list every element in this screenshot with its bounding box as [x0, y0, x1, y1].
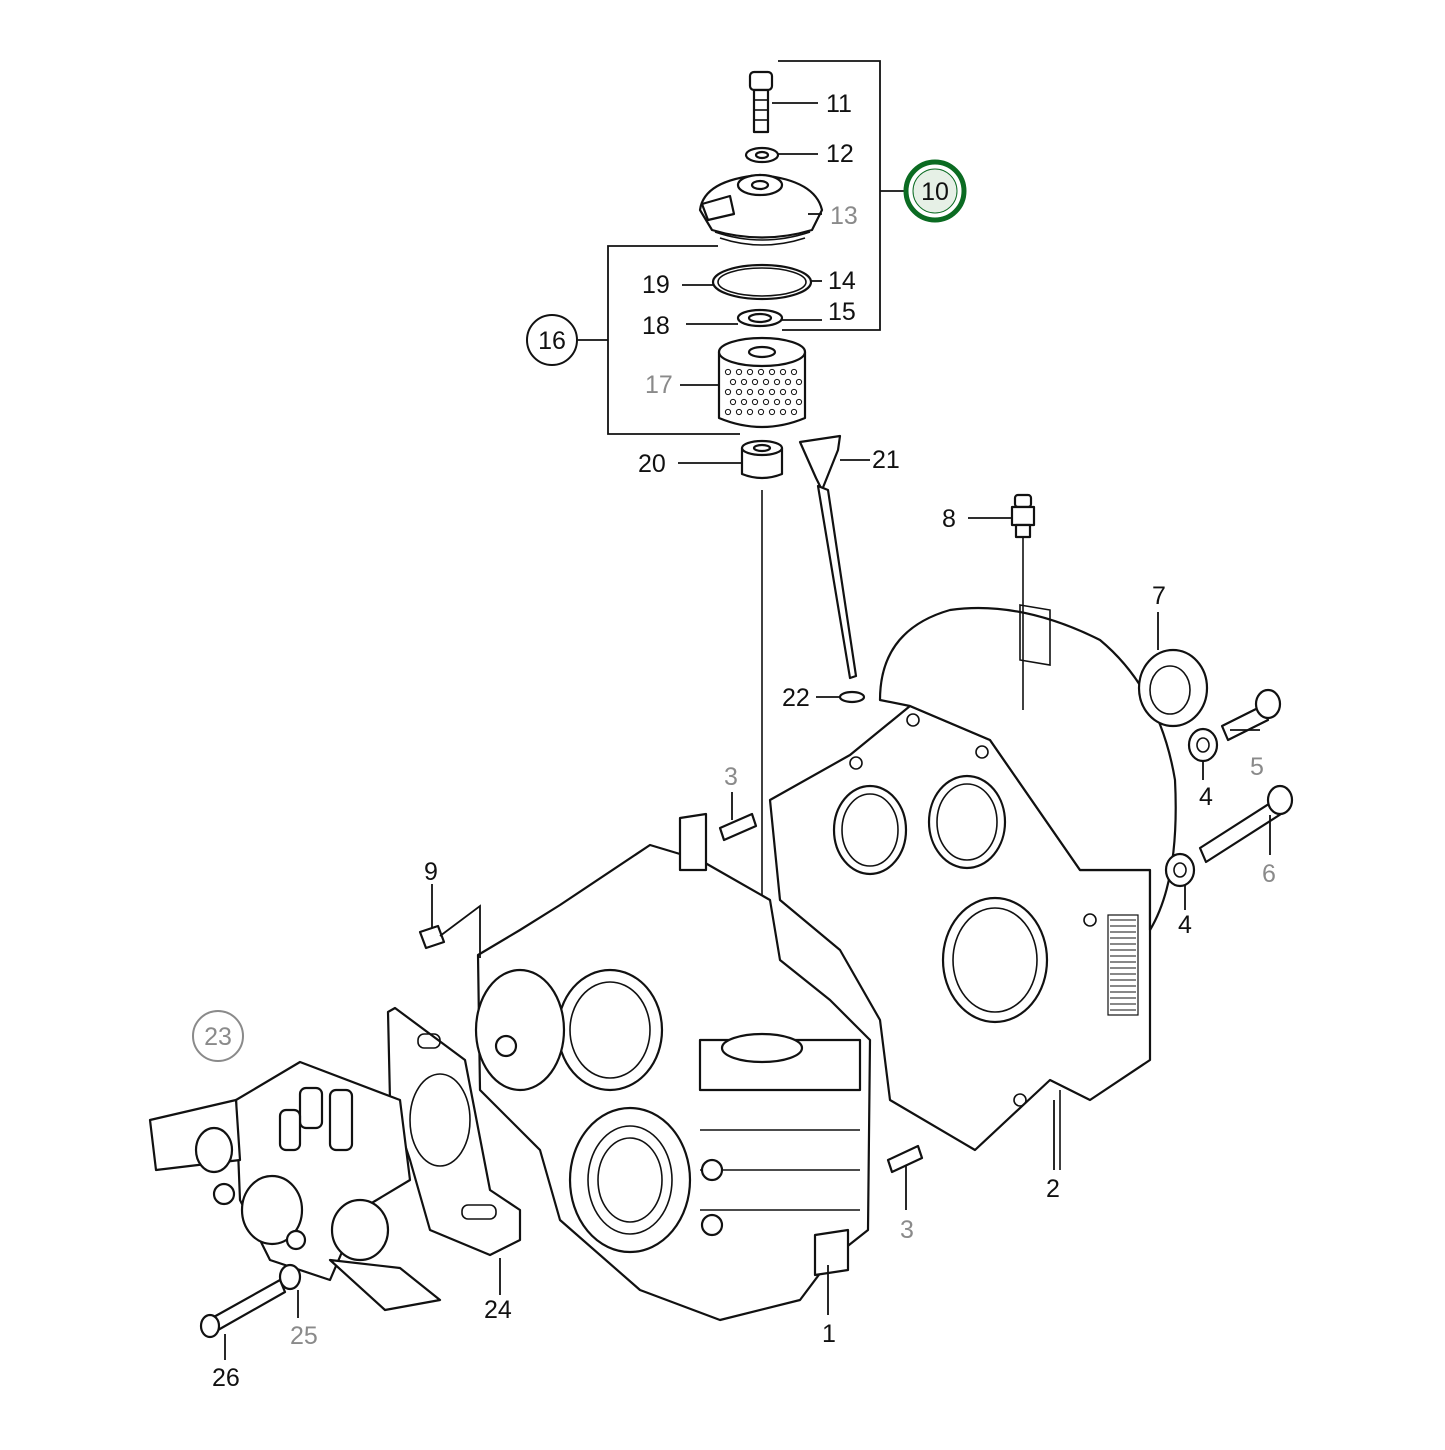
perforation-hole	[790, 368, 798, 376]
label-13: 13	[830, 202, 858, 230]
label-5: 5	[1250, 753, 1264, 781]
perforation-hole	[795, 378, 803, 386]
filter-cover-13[interactable]	[698, 173, 824, 246]
label-21: 21	[872, 446, 900, 474]
perforation-hole	[740, 398, 748, 406]
perforation-hole	[762, 398, 770, 406]
seal-7[interactable]	[1137, 648, 1209, 728]
washer-25[interactable]	[278, 1263, 302, 1291]
sleeve-20[interactable]	[740, 439, 784, 480]
perforation-hole	[773, 378, 781, 386]
bolt-6[interactable]	[1198, 784, 1294, 864]
perforation-hole	[757, 368, 765, 376]
bracket-10	[778, 60, 881, 331]
perforation-hole	[784, 378, 792, 386]
label-26: 26	[212, 1364, 240, 1392]
bolt-11[interactable]	[748, 70, 774, 134]
label-3b: 3	[900, 1216, 914, 1244]
label-22: 22	[782, 684, 810, 712]
perforation-hole	[768, 408, 776, 416]
perforation-hole	[735, 388, 743, 396]
label-8: 8	[942, 505, 956, 533]
perforation-hole	[757, 388, 765, 396]
dipstick-21[interactable]	[798, 434, 858, 680]
callout-23-label: 23	[204, 1023, 232, 1051]
label-12: 12	[826, 140, 854, 168]
perforation-hole	[751, 378, 759, 386]
washer-12[interactable]	[744, 146, 780, 164]
perforation-hole	[735, 408, 743, 416]
perforation-hole	[735, 368, 743, 376]
bolt-5[interactable]	[1220, 688, 1282, 742]
perforation-hole	[773, 398, 781, 406]
screw-9[interactable]	[418, 924, 446, 950]
label-14: 14	[828, 267, 856, 295]
filter-perforation	[724, 368, 803, 416]
label-17: 17	[645, 371, 673, 399]
callout-10[interactable]: 10	[903, 159, 967, 223]
label-11: 11	[826, 90, 852, 118]
label-2: 2	[1046, 1175, 1060, 1203]
perforation-hole	[790, 408, 798, 416]
perforation-hole	[724, 368, 732, 376]
perforation-hole	[757, 408, 765, 416]
perforation-hole	[746, 388, 754, 396]
perforation-hole	[790, 388, 798, 396]
label-18: 18	[642, 312, 670, 340]
filter-element-17[interactable]	[717, 336, 807, 429]
leader-lines	[224, 102, 1271, 1360]
label-20: 20	[638, 450, 666, 478]
washer-4-lower[interactable]	[1164, 852, 1196, 888]
valve-block[interactable]	[148, 1060, 442, 1312]
seal-ring-15[interactable]	[736, 308, 784, 328]
label-15: 15	[828, 298, 856, 326]
housing-1[interactable]	[474, 812, 872, 1322]
housing-2[interactable]	[768, 604, 1177, 1170]
label-6: 6	[1262, 860, 1276, 888]
label-25: 25	[290, 1322, 318, 1350]
callout-10-label: 10	[921, 178, 949, 206]
vent-grille	[1110, 919, 1136, 1011]
label-3a: 3	[724, 763, 738, 791]
callout-16-label: 16	[538, 327, 566, 355]
perforation-hole	[768, 368, 776, 376]
perforation-hole	[746, 368, 754, 376]
perforation-hole	[779, 368, 787, 376]
callout-16[interactable]: 16	[526, 314, 578, 366]
perforation-hole	[724, 408, 732, 416]
label-1: 1	[822, 1320, 836, 1348]
perforation-hole	[740, 378, 748, 386]
label-24: 24	[484, 1296, 512, 1324]
o-ring-14[interactable]	[711, 263, 813, 301]
o-ring-22[interactable]	[838, 690, 866, 704]
perforation-hole	[795, 398, 803, 406]
callout-23[interactable]: 23	[192, 1010, 244, 1062]
perforation-hole	[779, 408, 787, 416]
perforation-hole	[729, 398, 737, 406]
perforation-hole	[746, 408, 754, 416]
perforation-hole	[751, 398, 759, 406]
perforation-hole	[724, 388, 732, 396]
dowel-3-upper[interactable]	[718, 812, 758, 842]
washer-4-upper[interactable]	[1187, 727, 1219, 763]
part-labels: 11 12 13 14 15 19 18 17 20 21 22 8 7 5 4…	[212, 90, 1276, 1392]
plug-8[interactable]	[1010, 493, 1036, 539]
label-9: 9	[424, 858, 438, 886]
label-19: 19	[642, 271, 670, 299]
label-4a: 4	[1199, 783, 1213, 811]
perforation-hole	[784, 398, 792, 406]
dowel-3-lower[interactable]	[886, 1144, 924, 1174]
perforation-hole	[729, 378, 737, 386]
label-7: 7	[1152, 582, 1166, 610]
perforation-hole	[762, 378, 770, 386]
bolt-26[interactable]	[199, 1278, 287, 1339]
perforation-hole	[768, 388, 776, 396]
perforation-hole	[779, 388, 787, 396]
label-4b: 4	[1178, 911, 1192, 939]
